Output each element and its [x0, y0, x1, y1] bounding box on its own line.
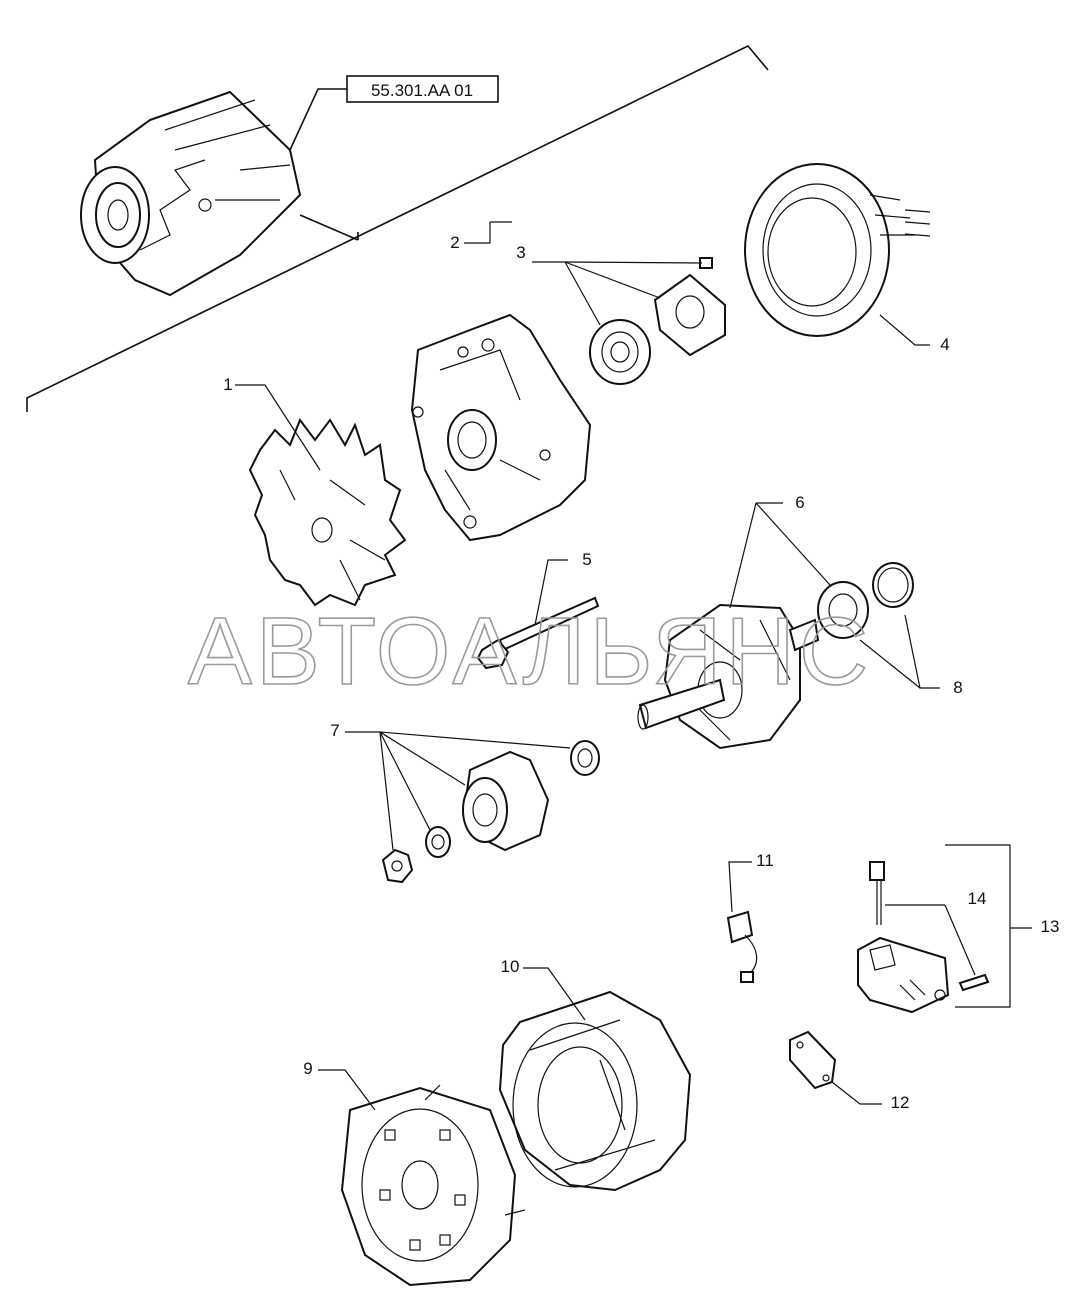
part-5-through-bolt: 5	[476, 550, 600, 670]
part-9-rectifier: 9	[303, 1059, 526, 1287]
reference-label: 55.301.AA 01	[371, 81, 473, 100]
part-1-fan: 1	[223, 375, 407, 607]
part-8-o-ring: 8	[859, 562, 963, 697]
callout-3: 3	[516, 243, 525, 262]
part-13-regulator: 14 13	[857, 844, 1060, 1014]
part-4-stator: 4	[744, 163, 950, 354]
callout-8: 8	[953, 678, 962, 697]
callout-13: 13	[1041, 917, 1060, 936]
callout-9: 9	[303, 1059, 312, 1078]
callout-12: 12	[891, 1093, 910, 1112]
watermark: АВТОАЛЬЯНС	[188, 598, 872, 705]
part-12-plate: 12	[789, 1030, 910, 1112]
assembly-bracket	[26, 45, 769, 412]
callout-14: 14	[968, 889, 987, 908]
callout-10: 10	[501, 957, 520, 976]
callout-7: 7	[330, 721, 339, 740]
part-3-bearing-kit: 3	[516, 243, 726, 385]
part-6-rotor: 6	[637, 493, 869, 750]
part-2-front-housing: 2	[410, 221, 592, 542]
callout-5: 5	[582, 550, 591, 569]
part-11-brush: 11	[726, 851, 774, 983]
callout-6: 6	[795, 493, 804, 512]
callout-11: 11	[756, 851, 774, 870]
callout-1: 1	[223, 375, 232, 394]
alternator-assembly-illustration	[80, 90, 302, 297]
part-7-pulley-kit: 7	[330, 721, 600, 884]
reference-box[interactable]: 55.301.AA 01	[289, 75, 499, 151]
callout-4: 4	[940, 335, 949, 354]
part-10-rear-housing: 10	[498, 957, 692, 1192]
callout-2: 2	[450, 233, 459, 252]
